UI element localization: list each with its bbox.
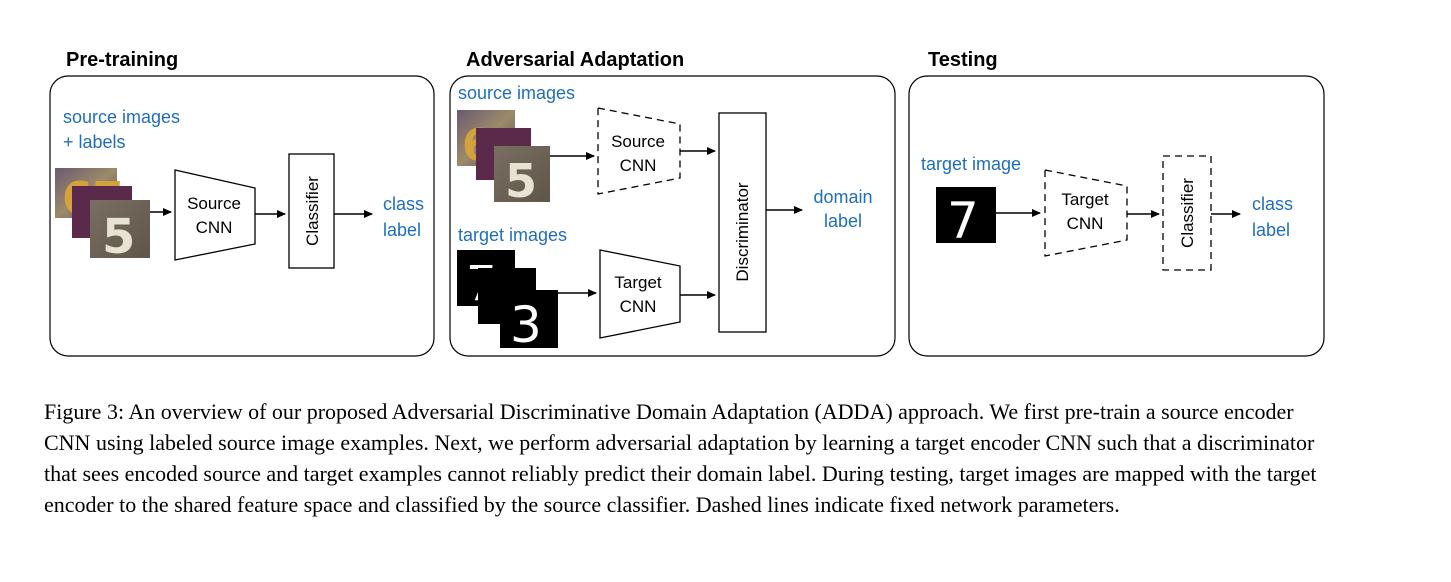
- svhn-image-front: [90, 200, 150, 258]
- adv-source-cnn-line2: CNN: [620, 156, 657, 175]
- test-classifier-box: [1162, 155, 1212, 271]
- test-target-cnn-line1: Target: [1061, 190, 1109, 209]
- source-cnn-encoder: [174, 169, 256, 261]
- pretraining-panel: Pre-training source images + labels 67 5…: [49, 49, 435, 357]
- adversarial-frame: [449, 75, 896, 357]
- pretraining-input-label-line2: + labels: [63, 132, 126, 152]
- source-cnn-label-line2: CNN: [196, 218, 233, 237]
- discriminator-label: Discriminator: [733, 182, 752, 282]
- adversarial-source-label: source images: [458, 83, 575, 103]
- adv-target-cnn-line2: CNN: [620, 297, 657, 316]
- mnist-test-digit: 7: [947, 192, 979, 250]
- mnist-digit-front: 3: [510, 296, 542, 354]
- classifier-label: Classifier: [303, 176, 322, 246]
- adversarial-source-stack: 67 5: [457, 110, 550, 208]
- source-image-stack: 67 5: [55, 168, 150, 265]
- mnist-test-image: [936, 187, 996, 243]
- adv-source-cnn-encoder: [597, 107, 681, 195]
- svhn-digit-front: 5: [102, 209, 135, 265]
- adversarial-target-stack: 7 3: [457, 250, 558, 354]
- test-target-cnn-encoder: [1044, 169, 1128, 257]
- adversarial-target-label: target images: [458, 225, 567, 245]
- testing-title: Testing: [928, 49, 998, 71]
- testing-panel: Testing target image 7 Target CNN Classi…: [908, 49, 1325, 357]
- adv-target-cnn-encoder: [599, 249, 681, 339]
- pretraining-title: Pre-training: [66, 49, 178, 71]
- adversarial-output-line2: label: [824, 211, 862, 231]
- adversarial-output-line1: domain: [813, 187, 872, 207]
- test-target-cnn-line2: CNN: [1067, 214, 1104, 233]
- pretraining-output-line1: class: [383, 194, 424, 214]
- figure-caption: Figure 3: An overview of our proposed Ad…: [44, 399, 1317, 517]
- pretraining-output-line2: label: [383, 220, 421, 240]
- testing-input-label: target image: [921, 154, 1021, 174]
- testing-output-line1: class: [1252, 194, 1293, 214]
- test-classifier-label: Classifier: [1178, 178, 1197, 248]
- adversarial-title: Adversarial Adaptation: [466, 49, 684, 71]
- discriminator-box: [718, 112, 767, 333]
- adversarial-panel: Adversarial Adaptation source images 67 …: [449, 49, 896, 357]
- classifier-box: [288, 153, 335, 269]
- pretraining-input-label-line1: source images: [63, 107, 180, 127]
- adv-source-cnn-line1: Source: [611, 132, 665, 151]
- mnist-image-front: [500, 290, 558, 348]
- testing-output-line2: label: [1252, 220, 1290, 240]
- adv-svhn-digit-front: 5: [505, 154, 537, 208]
- adv-target-cnn-line1: Target: [614, 273, 662, 292]
- adv-svhn-front: [494, 146, 550, 202]
- source-cnn-label-line1: Source: [187, 194, 241, 213]
